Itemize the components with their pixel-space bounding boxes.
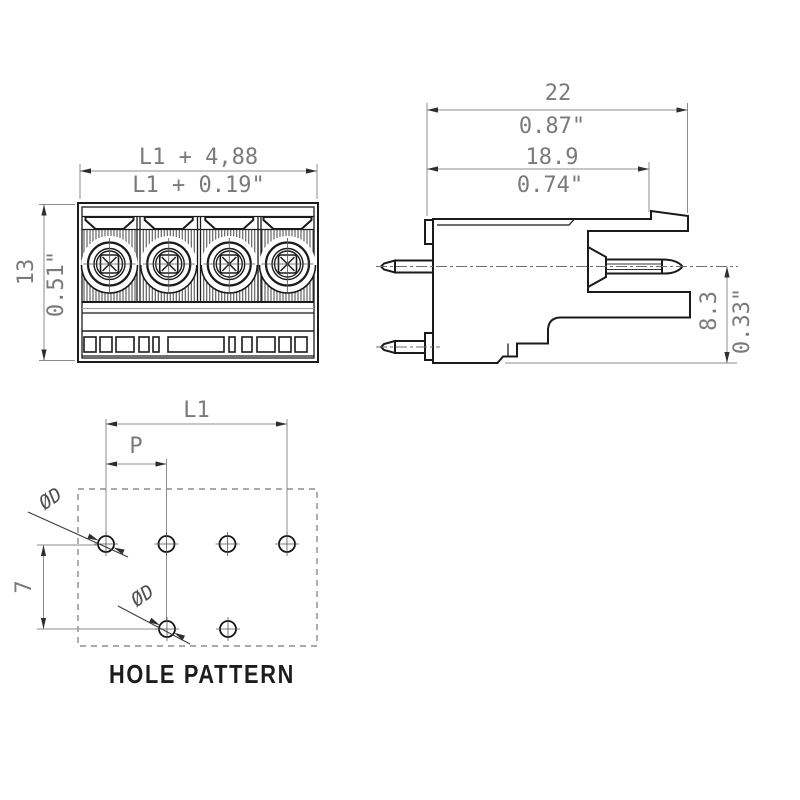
side-inner-top-line [437, 219, 575, 226]
side-pin-mm-label: 8.3 [697, 291, 722, 331]
row-spacing-dimension: 7 [12, 544, 158, 630]
front-width-mm-label: L1 + 4,88 [139, 145, 258, 170]
front-width-dimension: L1 + 4,88 L1 + 0.19" [79, 145, 318, 199]
front-height-inch-label: 0.51" [44, 251, 69, 317]
side-view: 22 0.87" 18.9 0.74" 8.3 0.33" [376, 81, 755, 364]
front-view: L1 + 4,88 L1 + 0.19" 13 0.51" [14, 145, 319, 363]
hole-pattern-title: HOLE PATTERN [109, 659, 295, 689]
side-overall-width-dimension: 22 0.87" [426, 81, 688, 216]
hole-row-top [94, 532, 299, 556]
hole-span-label: L1 [183, 398, 210, 423]
side-pin-inch-label: 0.33" [730, 288, 755, 354]
front-height-dimension: 13 0.51" [14, 204, 75, 361]
hole-pitch-dimension: P [106, 434, 167, 467]
front-width-inch-label: L1 + 0.19" [132, 173, 264, 198]
side-overall-inch-label: 0.87" [519, 114, 585, 139]
side-body-outline [432, 209, 691, 364]
side-pin-height-dimension: 8.3 0.33" [505, 266, 755, 364]
hole-pitch-label: P [129, 434, 142, 459]
upper-wall-tab [424, 219, 434, 245]
side-depth-mm-label: 18.9 [526, 145, 579, 170]
side-depth-dimension: 18.9 0.74" [427, 145, 650, 212]
contact-slot-row [83, 336, 308, 353]
front-height-mm-label: 13 [14, 259, 39, 286]
hole-span-dimension: L1 [106, 398, 287, 427]
hole-row-bottom [155, 617, 240, 641]
side-depth-inch-label: 0.74" [517, 173, 583, 198]
side-overall-mm-label: 22 [545, 81, 572, 106]
hole-projection-lines [105, 419, 288, 621]
row-spacing-label: 7 [12, 580, 37, 593]
